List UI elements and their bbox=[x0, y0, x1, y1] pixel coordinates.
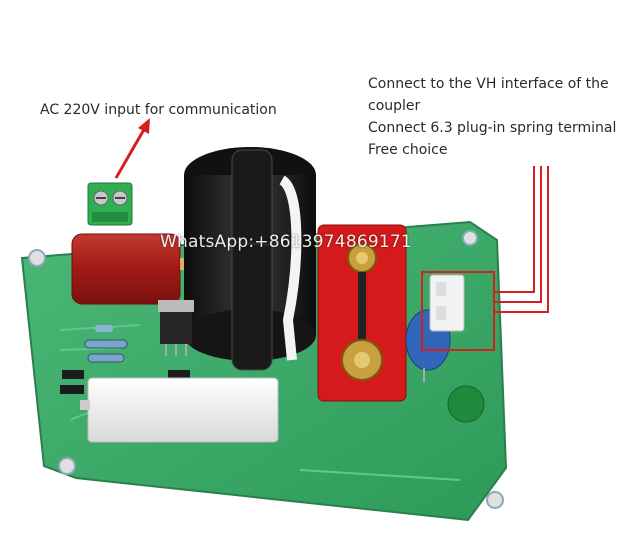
vh-connector bbox=[429, 274, 465, 332]
note-line: coupler bbox=[368, 98, 421, 114]
note-line: Connect to the VH interface of the bbox=[368, 76, 609, 92]
mount-hole bbox=[58, 457, 76, 475]
ac-input-label: AC 220V input for communication bbox=[40, 102, 277, 118]
arrow-icon bbox=[114, 118, 150, 179]
connection-notes: Connect to the VH interface of the coupl… bbox=[368, 73, 616, 161]
mount-hole bbox=[28, 249, 46, 267]
terminal-block bbox=[87, 182, 133, 226]
mount-hole bbox=[486, 491, 504, 509]
film-capacitor bbox=[71, 233, 185, 305]
note-line: Connect 6.3 plug-in spring terminal bbox=[368, 120, 617, 136]
transistor bbox=[158, 300, 194, 356]
spark-gap bbox=[317, 224, 407, 402]
note-line: Free choice bbox=[368, 142, 448, 158]
board-seal bbox=[447, 385, 485, 423]
annotation-lines bbox=[494, 166, 549, 313]
coil-inductor bbox=[184, 147, 316, 371]
power-resistor bbox=[80, 377, 279, 443]
watermark-text: WhatsApp:+8613974869171 bbox=[160, 232, 412, 252]
mount-hole bbox=[462, 230, 478, 246]
small-components bbox=[60, 325, 190, 394]
